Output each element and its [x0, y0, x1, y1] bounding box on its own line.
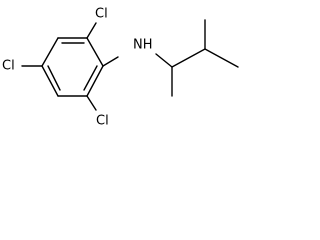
bond-nh-to-ch — [155, 53, 173, 68]
ring-bond-top-right — [86, 37, 104, 67]
ring-bond-left-top — [41, 37, 59, 67]
bond-to-cl-bottom — [86, 95, 97, 111]
bond-ring-to-nh — [102, 56, 119, 67]
structure-drawing: Cl NH Cl Cl — [2, 7, 239, 129]
ring-double-bond-left — [47, 65, 61, 91]
atom-label-nh: NH — [133, 38, 153, 53]
ring-bond-right-bottom — [86, 65, 104, 97]
atom-label-cl-bottom: Cl — [96, 114, 109, 129]
ring-bond-bottom-left — [41, 65, 59, 97]
atom-label-cl-left: Cl — [2, 59, 15, 74]
bond-ch-to-methyl-right — [204, 48, 239, 68]
molecule-diagram: Cl NH Cl Cl — [0, 0, 259, 137]
atom-label-cl-top: Cl — [95, 7, 108, 22]
bond-ch-to-ch — [171, 48, 206, 68]
bond-to-cl-top — [86, 22, 97, 39]
ring-double-bond-right — [83, 65, 98, 91]
